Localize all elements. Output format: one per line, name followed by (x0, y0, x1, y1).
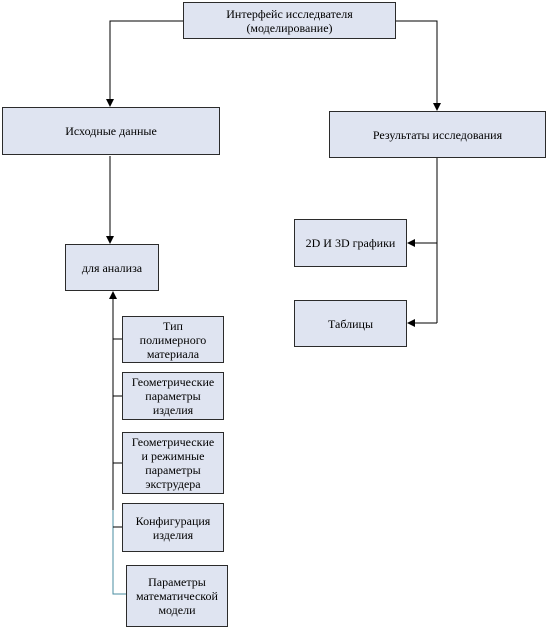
results-node: Результаты исследования (329, 111, 546, 158)
output-node-tables: Таблицы (294, 300, 407, 347)
output-node-label: Таблицы (327, 316, 374, 331)
source-data-node: Исходные данные (2, 107, 220, 155)
results-label: Результаты исследования (372, 127, 503, 142)
input-node-label: Параметры математической модели (136, 575, 218, 617)
input-node-label: Геометрические параметры изделия (131, 375, 215, 417)
output-node-graphs: 2D И 3D графики (294, 219, 407, 267)
input-node-label: Конфигурация изделия (135, 513, 211, 542)
source-data-label: Исходные данные (65, 124, 157, 138)
analysis-label: для анализа (81, 260, 143, 275)
root-node: Интерфейс исследвателя (моделирование) (183, 2, 396, 39)
output-node-label: 2D И 3D графики (305, 236, 396, 250)
root-to-right-arrow (396, 20, 441, 111)
analysis-node: для анализа (65, 244, 159, 291)
input-node-label: Геометрические и режимные параметры экст… (131, 435, 215, 491)
root-to-left-arrow (106, 20, 183, 107)
input-node-polymer-type: Тип полимерного материала (122, 316, 224, 363)
input-node-label: Тип полимерного материала (139, 318, 207, 361)
input-node-product-geometry: Геометрические параметры изделия (122, 372, 224, 420)
input-node-extruder-parameters: Геометрические и режимные параметры экст… (122, 432, 224, 494)
inputs-bus-teal (112, 510, 126, 595)
input-node-model-parameters: Параметры математической модели (126, 565, 228, 627)
root-node-label: Интерфейс исследвателя (моделирование) (226, 6, 353, 35)
input-node-product-configuration: Конфигурация изделия (122, 503, 224, 552)
